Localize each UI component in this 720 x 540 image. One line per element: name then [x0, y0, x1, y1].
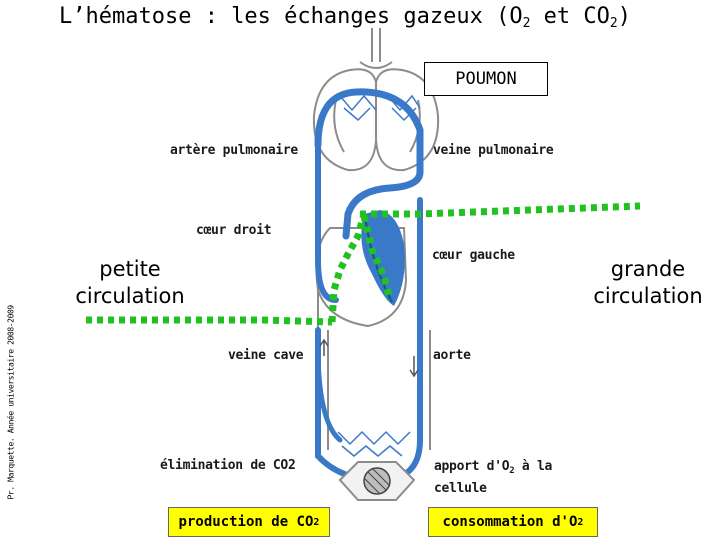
page-title: L’hématose : les échanges gazeux (O 2 et …	[0, 4, 690, 31]
petite-line1: petite	[68, 256, 192, 283]
production-text: production de CO	[179, 514, 314, 530]
veine-cave-label: veine cave	[228, 348, 303, 363]
title-text: L’hématose : les échanges gazeux (O	[59, 4, 523, 29]
apport-text: à la	[514, 459, 552, 474]
title-subscript: 2	[610, 16, 618, 31]
flow-arrows	[320, 340, 418, 376]
coeur-gauche-label: cœur gauche	[432, 248, 515, 263]
title-text: )	[618, 4, 631, 29]
grande-line2: circulation	[586, 283, 710, 310]
tissue-capillaries	[338, 432, 410, 456]
cell	[340, 462, 414, 500]
elimination-co2-label: élimination de CO2	[160, 458, 295, 473]
poumon-label: POUMON	[455, 69, 516, 89]
aorte-label: aorte	[433, 348, 471, 363]
apport-o2-label: apport d'O2 à la cellule	[434, 458, 552, 498]
consommation-subscript: 2	[577, 517, 583, 528]
heart	[361, 210, 405, 306]
grande-circulation-label: grande circulation	[586, 256, 710, 310]
petite-line2: circulation	[68, 283, 192, 310]
title-text: et CO	[530, 4, 609, 29]
credit-text: Pr. Marquette. Année universitaire 2008-…	[7, 330, 16, 500]
petite-circulation-label: petite circulation	[68, 256, 192, 310]
consommation-text: consommation d'O	[443, 514, 578, 530]
grande-line1: grande	[586, 256, 710, 283]
trachea	[360, 28, 392, 68]
veine-pulmonaire-label: veine pulmonaire	[433, 143, 553, 158]
apport-text-line2: cellule	[434, 481, 487, 496]
apport-text: apport d'O	[434, 459, 509, 474]
poumon-label-box: POUMON	[424, 62, 548, 96]
coeur-droit-label: cœur droit	[196, 223, 271, 238]
production-subscript: 2	[313, 517, 319, 528]
artere-pulmonaire-label: artère pulmonaire	[170, 143, 298, 158]
